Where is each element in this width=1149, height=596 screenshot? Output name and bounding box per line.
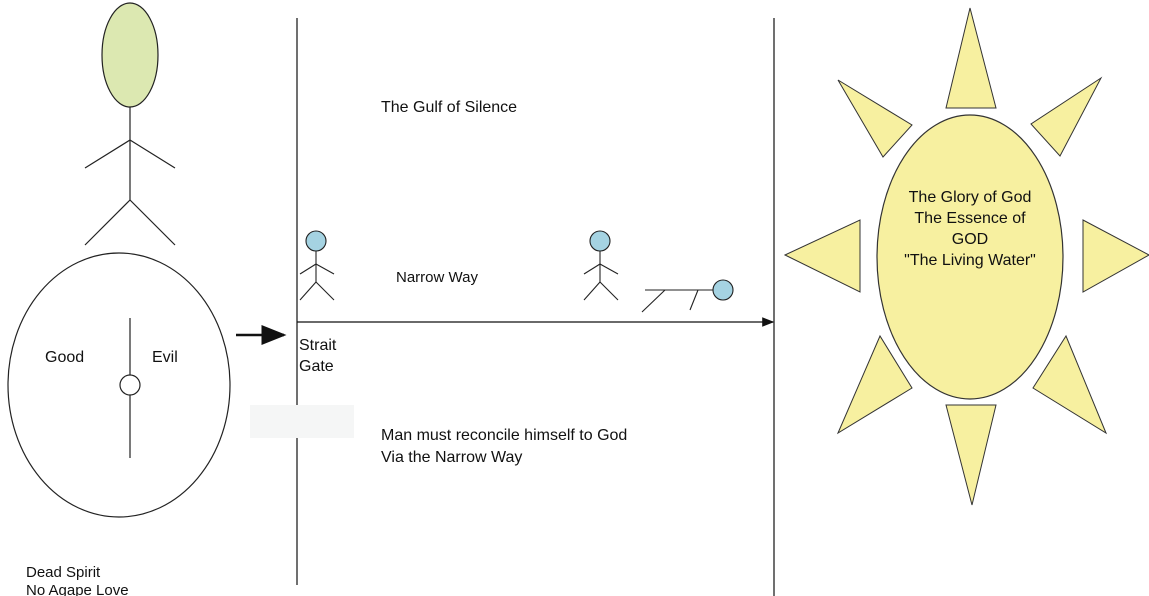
sun-ray-bottom <box>946 405 996 505</box>
fallen-figure-head <box>713 280 733 300</box>
walking-figure-head <box>590 231 610 251</box>
gate-stick-figure <box>300 231 334 300</box>
sun-ray-top <box>946 8 996 108</box>
no-agape-love-label: No Agape Love <box>26 582 129 596</box>
sun-ray-left <box>785 220 860 292</box>
narrow-way-label: Narrow Way <box>396 269 478 286</box>
fallen-stick-figure <box>642 280 733 312</box>
soul-center-circle <box>120 375 140 395</box>
gate-label-line1: Strait <box>299 337 337 354</box>
gate-label-line2: Gate <box>299 358 334 375</box>
sun-text-line4: "The Living Water" <box>904 252 1036 269</box>
sun-ray-top-right <box>1031 78 1101 156</box>
evil-label: Evil <box>152 349 178 366</box>
sun-ray-bottom-right <box>1033 336 1106 433</box>
message-line2: Via the Narrow Way <box>381 449 522 466</box>
sun: The Glory of God The Essence of GOD "The… <box>785 8 1149 505</box>
soul-circle: Good Evil <box>8 253 230 517</box>
left-stick-figure <box>85 3 175 245</box>
good-label: Good <box>45 349 84 366</box>
gulf-label: The Gulf of Silence <box>381 99 517 116</box>
sun-text-line3: GOD <box>952 231 988 248</box>
walking-stick-figure <box>584 231 618 300</box>
sun-text-line1: The Glory of God <box>909 189 1032 206</box>
left-figure-head <box>102 3 158 107</box>
sun-text-line2: The Essence of <box>914 210 1026 227</box>
dead-spirit-label: Dead Spirit <box>26 564 101 581</box>
sun-ray-right <box>1083 220 1149 292</box>
sun-ray-top-left <box>838 80 912 157</box>
faint-box <box>250 405 354 438</box>
message-line1: Man must reconcile himself to God <box>381 427 627 444</box>
gate-figure-head <box>306 231 326 251</box>
